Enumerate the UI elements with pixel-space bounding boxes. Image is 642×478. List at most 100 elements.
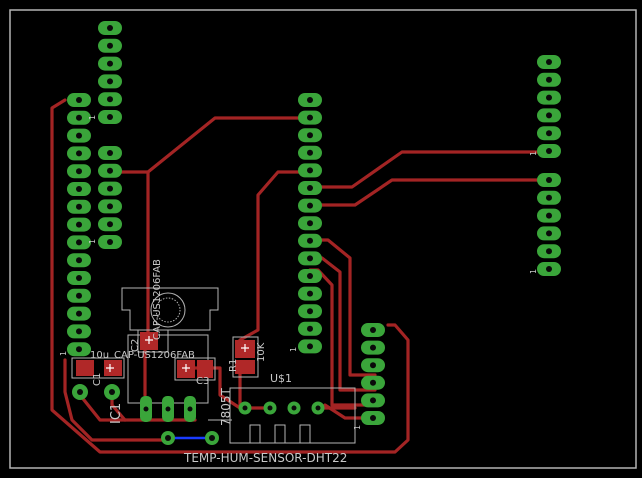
trace-right-header-1 [308,150,550,189]
label-cap-c2: C2 [130,339,141,352]
polarity-plus-c1 [106,364,114,372]
header-pin-hole [307,149,313,156]
header-pin-hole [107,60,113,67]
header-pin-hole [107,78,113,85]
header-pin-hole [546,194,552,201]
cap-c3-pad-right [197,360,213,378]
header-pin-hole [107,42,113,49]
header-pin-hole [107,150,113,156]
header-pin-hole [307,343,313,350]
cap-c2-outline [137,329,169,353]
header-pin-hole [107,114,113,120]
label-board-name: TEMP-HUM-SENSOR-DHT22 [183,451,347,465]
header-pin-hole [107,96,113,103]
label-regulator-name: IC1 [109,403,124,424]
pin1-marker-mid: 1 [289,347,298,352]
cap-c3-outline [174,357,216,381]
sensor-pin-marks [249,424,311,443]
cap-c1-pad-left [76,360,94,376]
header-pin-hole [76,132,82,139]
label-regulator-value: 7805T [219,387,233,426]
header-pin-hole [76,203,82,210]
pin1-marker-right-top: 1 [529,151,538,156]
header-pin-hole [370,327,376,333]
label-resistor-name: R1 [228,359,239,372]
regulator-mounting-hole-inner [155,297,181,323]
label-cap-package: CAP-US1206FAB [114,350,195,361]
label-cap-c1: C1 [92,373,103,386]
pin1-marker-left-long: 1 [59,351,68,356]
header-pin-hole [76,221,82,228]
header-pin-hole [370,415,376,421]
trace-mid-to-resistor [238,170,312,342]
through-hole-pads [72,384,325,445]
trace-gnd-outer [50,98,410,454]
header-pin-hole [546,266,552,272]
header-pin-hole [546,177,552,183]
header-pin-hole [546,148,552,154]
header-pin-hole [307,290,313,297]
header-left-top [98,21,122,124]
trace-header-left-to-header-mid [108,116,312,174]
jumper-pads [161,431,219,445]
regulator-pins [140,396,196,422]
header-pin-hole [76,310,82,317]
header-left-long [67,93,91,357]
header-right-bottom [537,173,561,276]
regulator-mounting-hole [150,292,186,328]
header-pin-hole [307,167,313,174]
polarity-plus-c3 [182,364,190,372]
label-cap-value: 10u [90,350,109,361]
header-pin-hole [546,112,552,119]
header-pin-hole [546,230,552,237]
header-pin-hole [76,239,82,246]
header-pin-hole [76,346,82,353]
header-pin-hole [307,132,313,139]
trace-cap-left [63,358,170,442]
smd-pads [76,332,255,378]
header-pin-hole [107,167,113,174]
header-pin-hole [107,221,113,228]
header-pin-hole [76,186,82,192]
cap-c1-through-pads [72,384,120,400]
header-pin-hole [107,203,113,210]
header-pin-hole [76,97,82,103]
label-resistor-value: 10K [256,342,267,362]
header-pin-hole [370,362,376,369]
label-cap-package-vertical: CAP-US1206FAB [152,259,163,340]
header-pin-hole [307,114,313,121]
silkscreen-text: 10u CAP-US1206FAB C1 C2 CAP-US1206FAB C3… [59,115,538,465]
pin-headers [67,21,561,425]
trace-right-header-2 [308,178,550,207]
header-pin-hole [546,212,552,219]
cap-c1-outline [71,357,125,379]
header-pin-hole [76,275,82,281]
trace-mid-bus-1 [308,238,377,377]
header-pin-hole [307,255,313,262]
header-pin-hole [307,273,313,279]
header-pin-hole [370,344,376,351]
header-pin-hole [546,76,552,83]
header-pin-hole [546,59,552,65]
header-pin-hole [370,397,376,404]
board-outline [9,9,637,469]
header-pin-hole [76,168,82,175]
header-pin-hole [76,114,82,121]
header-pin-hole [76,150,82,157]
header-right-top [537,55,561,158]
header-pin-hole [307,185,313,191]
header-pin-hole [76,257,82,264]
header-pin-hole [546,94,552,101]
pin1-marker-small: 1 [353,425,362,430]
resistor-pad-bottom [235,360,255,374]
header-mid [298,93,322,354]
sensor-outline [229,387,356,444]
label-sensor-name: U$1 [270,372,292,385]
header-pin-hole [307,97,313,103]
header-pin-hole [107,25,113,31]
header-pin-hole [76,292,82,299]
header-pin-hole [76,328,82,335]
pin1-marker-left-mid: 1 [88,239,97,244]
header-pin-hole [307,308,313,315]
header-pin-hole [107,185,113,192]
